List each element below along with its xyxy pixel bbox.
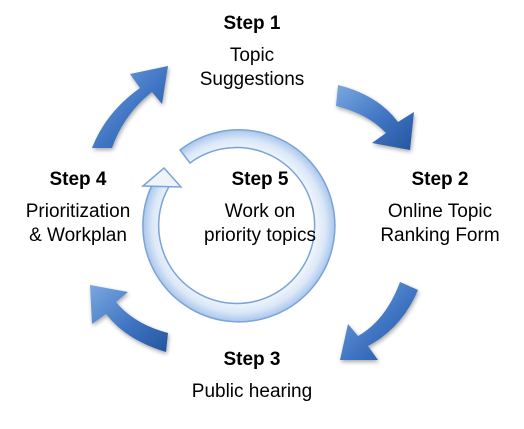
step-4-label: Step 4: [49, 169, 107, 190]
step-5-text: Work on priority topics: [204, 200, 316, 246]
step-3: Step 3 Public hearing: [152, 348, 352, 404]
step-2-label: Step 2: [411, 169, 469, 190]
step-4: Step 4 Prioritization & Workplan: [0, 168, 156, 247]
step-2-text: Online Topic Ranking Form: [380, 200, 500, 246]
step-1: Step 1 Topic Suggestions: [162, 12, 342, 91]
step-3-text: Public hearing: [191, 380, 313, 402]
inner-ring: [142, 129, 336, 323]
step-1-label: Step 1: [223, 13, 281, 34]
curved-arrow-icon-step3-to-step4: [90, 285, 168, 352]
step-1-text: Topic Suggestions: [199, 44, 305, 90]
curved-arrow-icon-step2-to-step3: [340, 282, 418, 360]
step-5: Step 5 Work on priority topics: [190, 168, 330, 247]
step-5-label: Step 5: [231, 169, 289, 190]
curved-arrow-icon-step4-to-step1: [92, 66, 168, 148]
curved-arrow-icon-step1-to-step2: [336, 85, 414, 150]
step-2: Step 2 Online Topic Ranking Form: [360, 168, 520, 247]
step-3-label: Step 3: [223, 349, 281, 370]
step-4-text: Prioritization & Workplan: [25, 200, 131, 246]
circular-arrow-icon: [141, 129, 336, 323]
inner-ring-arrowhead: [141, 166, 183, 188]
